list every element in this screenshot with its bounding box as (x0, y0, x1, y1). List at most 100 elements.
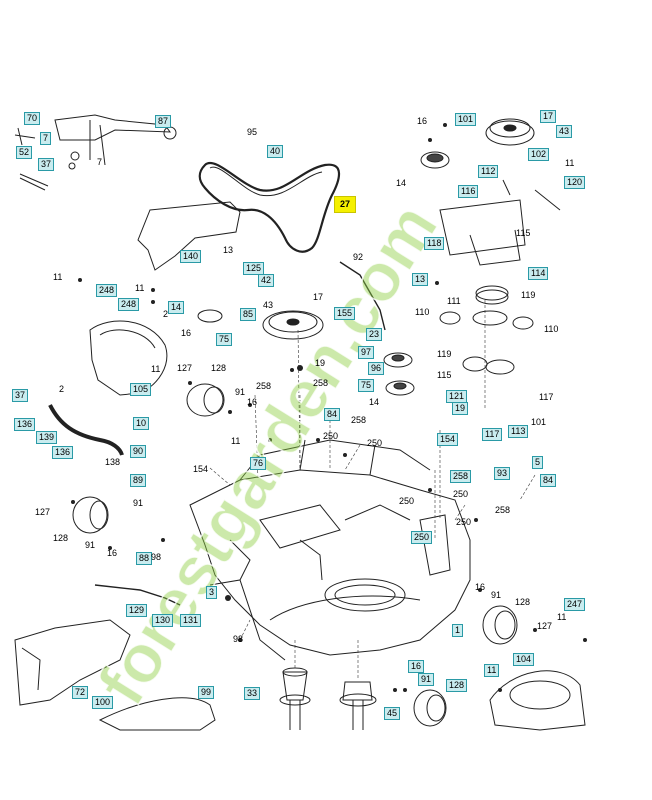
callout-16-e[interactable]: 16 (107, 548, 118, 558)
callout-13-b[interactable]: 13 (223, 245, 234, 255)
callout-258-b[interactable]: 258 (256, 381, 272, 391)
callout-92[interactable]: 92 (353, 252, 364, 262)
callout-16-d[interactable]: 16 (247, 397, 258, 407)
callout-17-b[interactable]: 17 (313, 292, 324, 302)
callout-136-b[interactable]: 136 (52, 446, 74, 459)
callout-43-b[interactable]: 43 (263, 300, 274, 310)
callout-128-b[interactable]: 128 (53, 533, 69, 543)
callout-11-g[interactable]: 11 (151, 364, 161, 374)
callout-1[interactable]: 1 (452, 624, 464, 637)
callout-40[interactable]: 40 (267, 145, 284, 158)
callout-89[interactable]: 89 (130, 474, 147, 487)
callout-258-d[interactable]: 258 (351, 415, 367, 425)
callout-11-e[interactable]: 11 (231, 436, 241, 446)
callout-248-a[interactable]: 248 (96, 284, 118, 297)
callout-96[interactable]: 96 (368, 362, 385, 375)
callout-45[interactable]: 45 (384, 707, 401, 720)
callout-129[interactable]: 129 (126, 604, 148, 617)
callout-84-b[interactable]: 84 (540, 474, 557, 487)
callout-117-b[interactable]: 117 (539, 392, 554, 402)
callout-248-b[interactable]: 248 (118, 298, 140, 311)
callout-91-e[interactable]: 91 (491, 590, 502, 600)
callout-98-b[interactable]: 98 (151, 552, 162, 562)
callout-37-b[interactable]: 37 (12, 389, 29, 402)
callout-250-f[interactable]: 250 (456, 517, 472, 527)
callout-250-a[interactable]: 250 (323, 431, 339, 441)
callout-5[interactable]: 5 (532, 456, 544, 469)
callout-250[interactable]: 250 (411, 531, 433, 544)
callout-16-b[interactable]: 16 (181, 328, 192, 338)
callout-7-b[interactable]: 7 (97, 157, 103, 167)
callout-104[interactable]: 104 (513, 653, 535, 666)
callout-127-c[interactable]: 127 (537, 621, 553, 631)
callout-98[interactable]: 98 (233, 634, 244, 644)
callout-14-b[interactable]: 14 (396, 178, 407, 188)
callout-11[interactable]: 11 (484, 664, 500, 677)
callout-23[interactable]: 23 (366, 328, 383, 341)
callout-101[interactable]: 101 (455, 113, 477, 126)
callout-87[interactable]: 87 (155, 115, 172, 128)
callout-10[interactable]: 10 (133, 417, 150, 430)
callout-112[interactable]: 112 (478, 165, 499, 178)
callout-72[interactable]: 72 (72, 686, 89, 699)
callout-111[interactable]: 111 (447, 296, 461, 306)
callout-2-a[interactable]: 2 (163, 309, 169, 319)
callout-116[interactable]: 116 (458, 185, 479, 198)
callout-118[interactable]: 118 (424, 237, 445, 250)
callout-13[interactable]: 13 (412, 273, 429, 286)
callout-91-a[interactable]: 91 (235, 387, 246, 397)
callout-88[interactable]: 88 (136, 552, 153, 565)
callout-11-b[interactable]: 11 (53, 272, 63, 282)
callout-154-b[interactable]: 154 (193, 464, 209, 474)
callout-93[interactable]: 93 (494, 467, 511, 480)
callout-2-b[interactable]: 2 (59, 384, 65, 394)
callout-14-c[interactable]: 14 (369, 397, 380, 407)
callout-11-a[interactable]: 11 (565, 158, 575, 168)
callout-110-a[interactable]: 110 (415, 307, 430, 317)
callout-250-d[interactable]: 250 (399, 496, 415, 506)
callout-16-f[interactable]: 16 (475, 582, 486, 592)
callout-75-b[interactable]: 75 (358, 379, 375, 392)
callout-16[interactable]: 16 (408, 660, 425, 673)
callout-115-b[interactable]: 115 (437, 370, 452, 380)
callout-84-a[interactable]: 84 (324, 408, 341, 421)
callout-11-f[interactable]: 11 (557, 612, 567, 622)
callout-127-b[interactable]: 127 (35, 507, 51, 517)
callout-114[interactable]: 114 (528, 267, 549, 280)
callout-125[interactable]: 125 (243, 262, 265, 275)
callout-16-a[interactable]: 16 (417, 116, 428, 126)
callout-120[interactable]: 120 (564, 176, 586, 189)
callout-33[interactable]: 33 (244, 687, 261, 700)
callout-128-a[interactable]: 128 (211, 363, 227, 373)
callout-27-highlight[interactable]: 27 (334, 196, 357, 213)
callout-102[interactable]: 102 (528, 148, 550, 161)
callout-91-b[interactable]: 91 (133, 498, 144, 508)
callout-119-a[interactable]: 119 (521, 290, 536, 300)
callout-258-c[interactable]: 258 (313, 378, 329, 388)
callout-113[interactable]: 113 (508, 425, 529, 438)
callout-91[interactable]: 91 (418, 673, 435, 686)
callout-258[interactable]: 258 (450, 470, 472, 483)
callout-110-b[interactable]: 110 (544, 324, 559, 334)
callout-247[interactable]: 247 (564, 598, 586, 611)
callout-105[interactable]: 105 (130, 383, 152, 396)
callout-43[interactable]: 43 (556, 125, 573, 138)
callout-91-d[interactable]: 91 (85, 540, 96, 550)
callout-14[interactable]: 14 (168, 301, 185, 314)
callout-139[interactable]: 139 (36, 431, 58, 444)
callout-75-a[interactable]: 75 (216, 333, 233, 346)
callout-128[interactable]: 128 (446, 679, 468, 692)
callout-140[interactable]: 140 (180, 250, 202, 263)
callout-42[interactable]: 42 (258, 274, 275, 287)
callout-70[interactable]: 70 (24, 112, 41, 125)
callout-130[interactable]: 130 (152, 614, 174, 627)
callout-99[interactable]: 99 (198, 686, 215, 699)
callout-250-e[interactable]: 250 (453, 489, 469, 499)
callout-11-d[interactable]: 11 (135, 283, 145, 293)
callout-100[interactable]: 100 (92, 696, 114, 709)
callout-136-a[interactable]: 136 (14, 418, 36, 431)
callout-3[interactable]: 3 (206, 586, 218, 599)
callout-85[interactable]: 85 (240, 308, 257, 321)
callout-17[interactable]: 17 (540, 110, 557, 123)
callout-97[interactable]: 97 (358, 346, 375, 359)
